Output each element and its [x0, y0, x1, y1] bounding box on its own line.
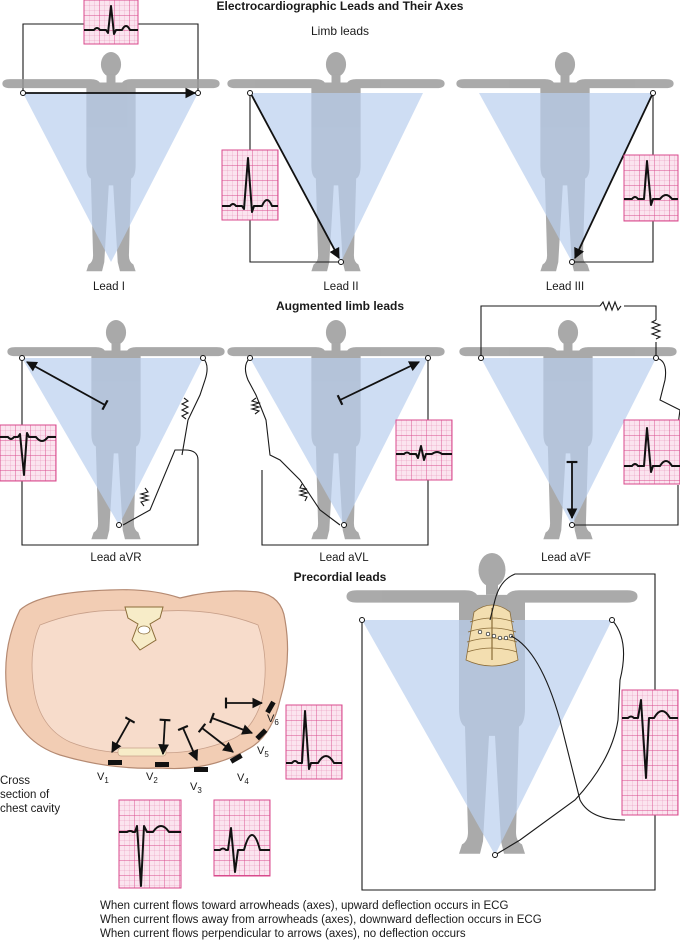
electrode-left-leg [569, 259, 575, 265]
lead-avf-label: Lead aVF [541, 552, 591, 564]
lead-avr-ecg-strip [0, 424, 57, 482]
lead-avr-panel: Lead aVR [0, 320, 225, 564]
lead-ii-panel: Lead II [221, 52, 445, 293]
v2-label: V2 [146, 771, 158, 785]
lead-ii-ecg-strip [221, 149, 279, 221]
lead-i-label: Lead I [93, 281, 125, 293]
electrode-v2 [155, 762, 169, 767]
electrode-right-arm [20, 90, 26, 96]
lead-avf-panel: Lead aVF [459, 300, 680, 564]
einthoven-triangle [23, 93, 198, 262]
lead-avl-label: Lead aVL [319, 552, 369, 564]
v4-axis-arrow [197, 723, 234, 753]
electrode-left-leg [116, 522, 122, 528]
lead-ii-label: Lead II [323, 281, 358, 293]
spinal-canal [137, 625, 151, 635]
lead-iii-panel: Lead III [456, 52, 679, 293]
v1-ecg-strip [118, 799, 182, 889]
chest-electrodes [477, 629, 514, 641]
v5-label: V5 [257, 745, 269, 759]
section-augmented-leads: Augmented limb leads [276, 299, 404, 313]
electrode-v5 [255, 728, 268, 741]
resistor-symbol [650, 319, 662, 340]
lead-avl-ecg-strip [395, 419, 453, 481]
electrode-left-arm [650, 90, 656, 96]
electrode-left-arm [609, 617, 615, 623]
resistor-symbol [249, 397, 262, 415]
electrode-v6 [265, 700, 276, 714]
v3-axis-arrow [177, 724, 199, 761]
cross-section-caption-line1: Cross [0, 775, 30, 787]
lead-avf-ecg-strip [623, 419, 680, 485]
electrode-left-arm [200, 355, 206, 361]
v2-axis-arrow [158, 718, 171, 756]
lead-avf-wire [480, 305, 680, 526]
lead-iii-axis-arrow [574, 94, 653, 259]
precordial-wire-chest [510, 635, 626, 821]
section-precordial-leads: Precordial leads [294, 570, 387, 584]
section-limb-leads: Limb leads [311, 24, 369, 38]
einthoven-triangle [479, 93, 653, 262]
electrode-left-leg [492, 852, 498, 858]
cross-section-caption-line2: section of [0, 789, 50, 801]
v6-label: V6 [267, 713, 279, 727]
lead-iii-wire [572, 93, 654, 263]
lead-avr-label: Lead aVR [90, 552, 141, 564]
electrode-right-arm [247, 355, 253, 361]
resistor-symbol [297, 483, 310, 502]
diagram-title: Electrocardiographic Leads and Their Axe… [217, 0, 464, 13]
electrode-v1 [108, 760, 122, 765]
lead-avl-panel: Lead aVL [227, 320, 453, 564]
lead-i-panel: Lead I [2, 0, 220, 293]
v3-ecg-strip [213, 799, 271, 877]
footnote-away: When current flows away from arrowheads … [100, 914, 542, 926]
chest-cross-section: V1 V2 V3 V4 V5 V6 Cross section of chest… [0, 589, 289, 815]
sternum [117, 747, 167, 757]
electrode-left-leg [569, 522, 575, 528]
precordial-ecg-strip [621, 689, 679, 816]
v1-axis-arrow [111, 716, 136, 753]
lead-iii-label: Lead III [546, 281, 584, 293]
v6-ecg-strip [285, 704, 343, 780]
electrode-left-arm [425, 355, 431, 361]
v1-label: V1 [97, 771, 109, 785]
lead-avr-axis-arrow [26, 361, 109, 411]
lead-i-ecg-strip [83, 0, 139, 45]
lead-i-wire [22, 23, 199, 92]
lead-iii-ecg-strip [623, 154, 679, 222]
electrode-right-arm [19, 355, 25, 361]
einthoven-triangle [481, 358, 656, 525]
electrode-left-arm [653, 355, 659, 361]
precordial-wire-left [494, 619, 625, 856]
v3-label: V3 [190, 781, 202, 795]
resistor-symbol [599, 300, 622, 312]
electrode-right-arm [478, 355, 484, 361]
cross-section-caption-line3: chest cavity [0, 803, 60, 815]
electrode-left-leg [341, 522, 347, 528]
einthoven-triangle [362, 620, 612, 855]
footnote-toward: When current flows toward arrowheads (ax… [100, 900, 508, 912]
lead-avr-wire [21, 358, 199, 546]
electrode-v3 [194, 767, 208, 772]
electrode-left-arm [195, 90, 201, 96]
lead-avl-axis-arrow [336, 361, 420, 406]
lead-ii-wire [249, 93, 340, 263]
electrode-right-arm [247, 90, 253, 96]
resistor-symbol [180, 397, 190, 420]
lead-ii-axis-arrow [250, 93, 340, 259]
v4-label: V4 [237, 772, 249, 786]
lead-avl-wire-right [244, 357, 341, 526]
precordial-body-panel [346, 553, 679, 891]
v5-axis-arrow [209, 712, 254, 735]
electrode-right-arm [359, 617, 365, 623]
precordial-wire [361, 573, 656, 891]
footnote-perpendicular: When current flows perpendicular to arro… [100, 928, 466, 940]
electrode-v4 [229, 753, 243, 764]
electrode-left-leg [338, 259, 344, 265]
einthoven-triangle [250, 93, 423, 262]
lead-avl-wire [261, 358, 429, 546]
resistor-symbol [138, 487, 151, 507]
